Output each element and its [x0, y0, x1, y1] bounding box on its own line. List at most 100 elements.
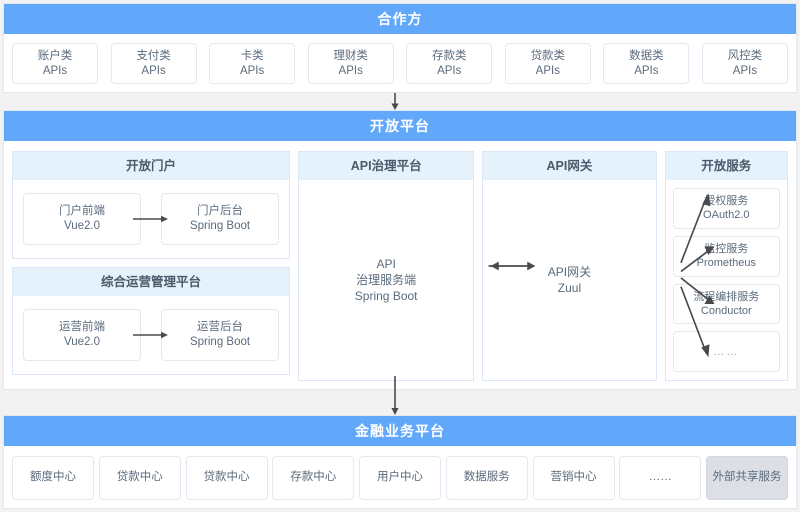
- operations-frontend-tech: Vue2.0: [63, 336, 101, 348]
- api-chip-account-sub: APIs: [42, 64, 68, 77]
- service-monitoring-name: 监控服务: [704, 243, 749, 256]
- operations-frontend-box[interactable]: 运营前端 Vue2.0: [23, 309, 141, 361]
- open-portal-subpanel: 开放门户 门户前端 Vue2.0 门户后台 Spring Boot: [12, 151, 291, 259]
- api-governance-line1: API: [376, 257, 396, 271]
- platform-body: 开放门户 门户前端 Vue2.0 门户后台 Spring Boot: [4, 141, 796, 391]
- arrow-portal-frontend-to-backend-icon: [133, 215, 169, 223]
- center-more[interactable]: ……: [619, 455, 702, 500]
- api-chip-loan-name: 贷款类: [530, 49, 566, 62]
- center-user[interactable]: 用户中心: [359, 455, 441, 500]
- api-governance-body: API 治理服务端 Spring Boot: [299, 180, 473, 380]
- api-gateway-line1: API网关: [547, 265, 592, 279]
- api-gateway-body: API网关 Zuul: [483, 180, 655, 380]
- api-governance-header: API治理平台: [299, 152, 474, 180]
- api-chip-loan[interactable]: 贷款类 APIs: [504, 43, 591, 84]
- api-chip-data[interactable]: 数据类 APIs: [603, 43, 690, 84]
- center-credit-limit[interactable]: 额度中心: [12, 455, 94, 500]
- api-chip-riskcontrol-sub: APIs: [732, 64, 758, 77]
- api-chip-deposit[interactable]: 存款类 APIs: [406, 43, 493, 84]
- api-chip-deposit-name: 存款类: [432, 49, 467, 62]
- operations-platform-header: 综合运营管理平台: [13, 268, 290, 296]
- arrow-partner-to-platform-icon: [391, 93, 399, 110]
- open-services-list: 授权服务 OAuth2.0 监控服务 Prometheus 流程编排服务 Con…: [666, 180, 787, 380]
- partner-band-label: 合作方: [4, 4, 796, 34]
- platform-band-label: 开放平台: [4, 111, 796, 141]
- open-portal-header: 开放门户: [13, 152, 290, 180]
- operations-frontend-name: 运营前端: [59, 321, 105, 333]
- api-chip-payment-name: 支付类: [136, 49, 171, 62]
- operations-platform-pair: 运营前端 Vue2.0 运营后台 Spring Boot: [13, 296, 289, 374]
- portal-frontend-box[interactable]: 门户前端 Vue2.0: [23, 193, 141, 245]
- service-authorization-tech: OAuth2.0: [703, 209, 750, 222]
- service-more-ellipsis: ……: [713, 345, 740, 358]
- center-data-service[interactable]: 数据服务: [445, 455, 528, 500]
- service-orchestration-name: 流程编排服务: [693, 290, 760, 303]
- portal-backend-box[interactable]: 门户后台 Spring Boot: [161, 193, 280, 245]
- center-marketing[interactable]: 营销中心: [532, 455, 615, 500]
- api-chip-wealth[interactable]: 理财类 APIs: [307, 43, 394, 84]
- center-external-shared-service-label: 外部共享服务: [712, 471, 782, 483]
- service-orchestration[interactable]: 流程编排服务 Conductor: [672, 283, 780, 325]
- operations-backend-name: 运营后台: [197, 321, 244, 333]
- financial-business-panel: 金融业务平台 额度中心 贷款中心 贷款中心 存款中心 用户中心 数据服务 营销中…: [3, 415, 797, 509]
- center-more-ellipsis: ……: [648, 471, 672, 483]
- api-gateway-label: API网关 Zuul: [483, 264, 655, 296]
- service-authorization[interactable]: 授权服务 OAuth2.0: [672, 188, 780, 229]
- api-chip-card[interactable]: 卡类 APIs: [209, 43, 296, 84]
- service-monitoring-tech: Prometheus: [696, 257, 756, 270]
- api-chip-card-name: 卡类: [240, 49, 264, 62]
- center-credit-limit-label: 额度中心: [30, 471, 76, 483]
- api-chip-account-name: 账户类: [37, 49, 73, 62]
- operations-platform-subpanel: 综合运营管理平台 运营前端 Vue2.0 运营后台 Spring Boot: [12, 267, 291, 375]
- api-chip-data-sub: APIs: [634, 64, 659, 77]
- service-orchestration-tech: Conductor: [700, 304, 752, 317]
- operations-backend-tech: Spring Boot: [189, 336, 251, 348]
- api-chip-payment-sub: APIs: [141, 64, 166, 77]
- open-services-body: 授权服务 OAuth2.0 监控服务 Prometheus 流程编排服务 Con…: [666, 180, 787, 380]
- center-loan-2[interactable]: 贷款中心: [185, 455, 268, 500]
- api-chip-loan-sub: APIs: [535, 64, 560, 77]
- center-loan-2-label: 贷款中心: [203, 471, 250, 483]
- portal-backend-name: 门户后台: [197, 205, 244, 217]
- center-user-label: 用户中心: [377, 471, 423, 483]
- open-services-header: 开放服务: [665, 152, 787, 180]
- api-chip-wealth-name: 理财类: [333, 49, 368, 62]
- service-authorization-name: 授权服务: [704, 195, 749, 208]
- business-band-label: 金融业务平台: [4, 416, 796, 446]
- center-data-service-label: 数据服务: [463, 471, 510, 483]
- api-chip-card-sub: APIs: [239, 64, 265, 77]
- api-governance-column: API治理平台 API 治理服务端 Spring Boot: [298, 151, 475, 381]
- service-more[interactable]: ……: [672, 331, 780, 372]
- portal-frontend-name: 门户前端: [59, 205, 105, 217]
- open-services-column: 开放服务 授权服务 OAuth2.0 监控服务 Prometheus 流程编排服…: [664, 151, 788, 381]
- api-governance-line3: Spring Boot: [354, 289, 418, 303]
- center-marketing-label: 营销中心: [550, 471, 597, 483]
- api-chip-wealth-sub: APIs: [338, 64, 363, 77]
- partner-panel: 合作方 账户类 APIs 支付类 APIs 卡类 APIs 理财类 APIs 存…: [3, 3, 797, 93]
- api-gateway-header: API网关: [483, 152, 656, 180]
- api-governance-label: API 治理服务端 Spring Boot: [299, 256, 473, 304]
- center-external-shared-service[interactable]: 外部共享服务: [706, 455, 788, 500]
- api-chip-account[interactable]: 账户类 APIs: [12, 43, 98, 84]
- arrow-operations-frontend-to-backend-icon: [133, 331, 169, 339]
- api-gateway-line2: Zuul: [557, 281, 582, 295]
- api-gateway-column: API网关 API网关 Zuul: [482, 151, 657, 381]
- portal-backend-tech: Spring Boot: [189, 220, 251, 232]
- business-center-chip-row: 额度中心 贷款中心 贷款中心 存款中心 用户中心 数据服务 营销中心 ……: [4, 446, 796, 510]
- center-loan-1[interactable]: 贷款中心: [98, 455, 181, 500]
- portal-column: 开放门户 门户前端 Vue2.0 门户后台 Spring Boot: [12, 151, 291, 381]
- api-chip-payment[interactable]: 支付类 APIs: [110, 43, 197, 84]
- portal-frontend-tech: Vue2.0: [63, 220, 101, 232]
- api-chip-riskcontrol[interactable]: 风控类 APIs: [701, 43, 788, 84]
- operations-backend-box[interactable]: 运营后台 Spring Boot: [161, 309, 280, 361]
- api-chip-data-name: 数据类: [629, 49, 664, 62]
- service-monitoring[interactable]: 监控服务 Prometheus: [672, 235, 780, 277]
- center-loan-1-label: 贷款中心: [116, 471, 163, 483]
- api-governance-line2: 治理服务端: [356, 273, 417, 287]
- partner-api-chip-row: 账户类 APIs 支付类 APIs 卡类 APIs 理财类 APIs 存款类 A…: [4, 34, 796, 94]
- api-chip-deposit-sub: APIs: [437, 64, 462, 77]
- center-deposit[interactable]: 存款中心: [272, 455, 355, 500]
- api-chip-riskcontrol-name: 风控类: [727, 49, 763, 62]
- open-platform-panel: 开放平台 开放门户 门户前端 Vue2.0: [3, 110, 797, 390]
